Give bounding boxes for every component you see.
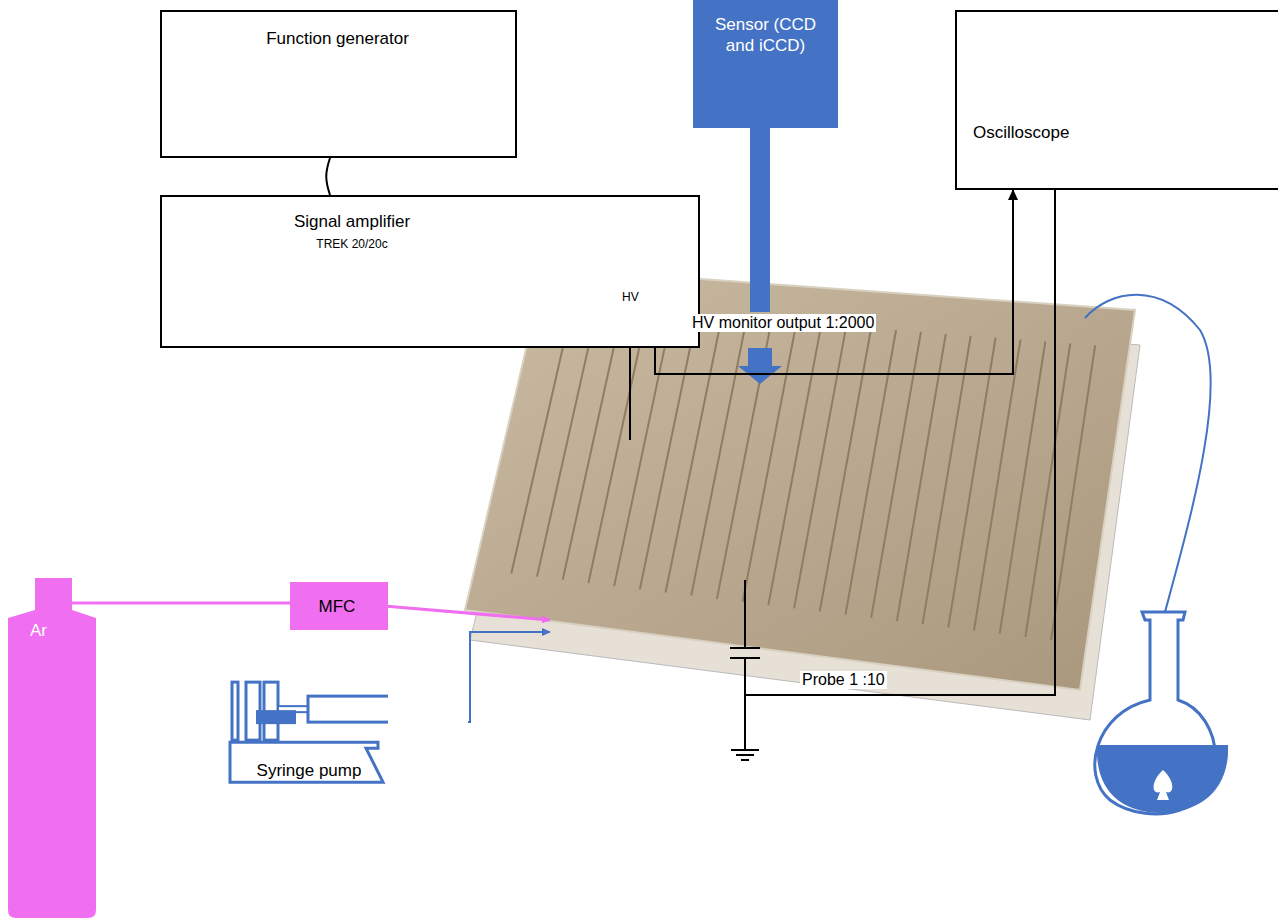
wire-connector xyxy=(655,190,1013,374)
mfc-box: MFC xyxy=(290,582,388,630)
node-text: TREK 20/20c xyxy=(162,237,542,252)
node-text: Oscilloscope xyxy=(973,122,1069,143)
wire-connector xyxy=(326,158,330,195)
node-text: Sensor (CCD and iCCD) xyxy=(701,14,830,57)
amplifier-box: Signal amplifierTREK 20/20cHV xyxy=(160,195,700,348)
sensor-box: Sensor (CCD and iCCD) xyxy=(693,0,838,128)
annotation-label: Probe 1 :10 xyxy=(800,671,887,689)
node-text: Ar xyxy=(30,620,47,641)
wire-connector xyxy=(96,602,290,605)
node-text: MFC xyxy=(290,596,384,617)
node-text: Signal amplifier xyxy=(162,211,542,232)
node-text: HV xyxy=(622,290,639,305)
syringe-pump: Syringe pump xyxy=(228,680,388,785)
oscilloscope-box: Oscilloscope xyxy=(955,10,1278,190)
argon-cylinder: Ar xyxy=(8,578,96,918)
node-text: Syringe pump xyxy=(234,760,384,781)
annotation-label: HV monitor output 1:2000 xyxy=(690,314,876,332)
collection-flask xyxy=(1095,612,1228,814)
function-generator-box: Function generator xyxy=(160,10,517,158)
node-text: Function generator xyxy=(162,28,513,49)
